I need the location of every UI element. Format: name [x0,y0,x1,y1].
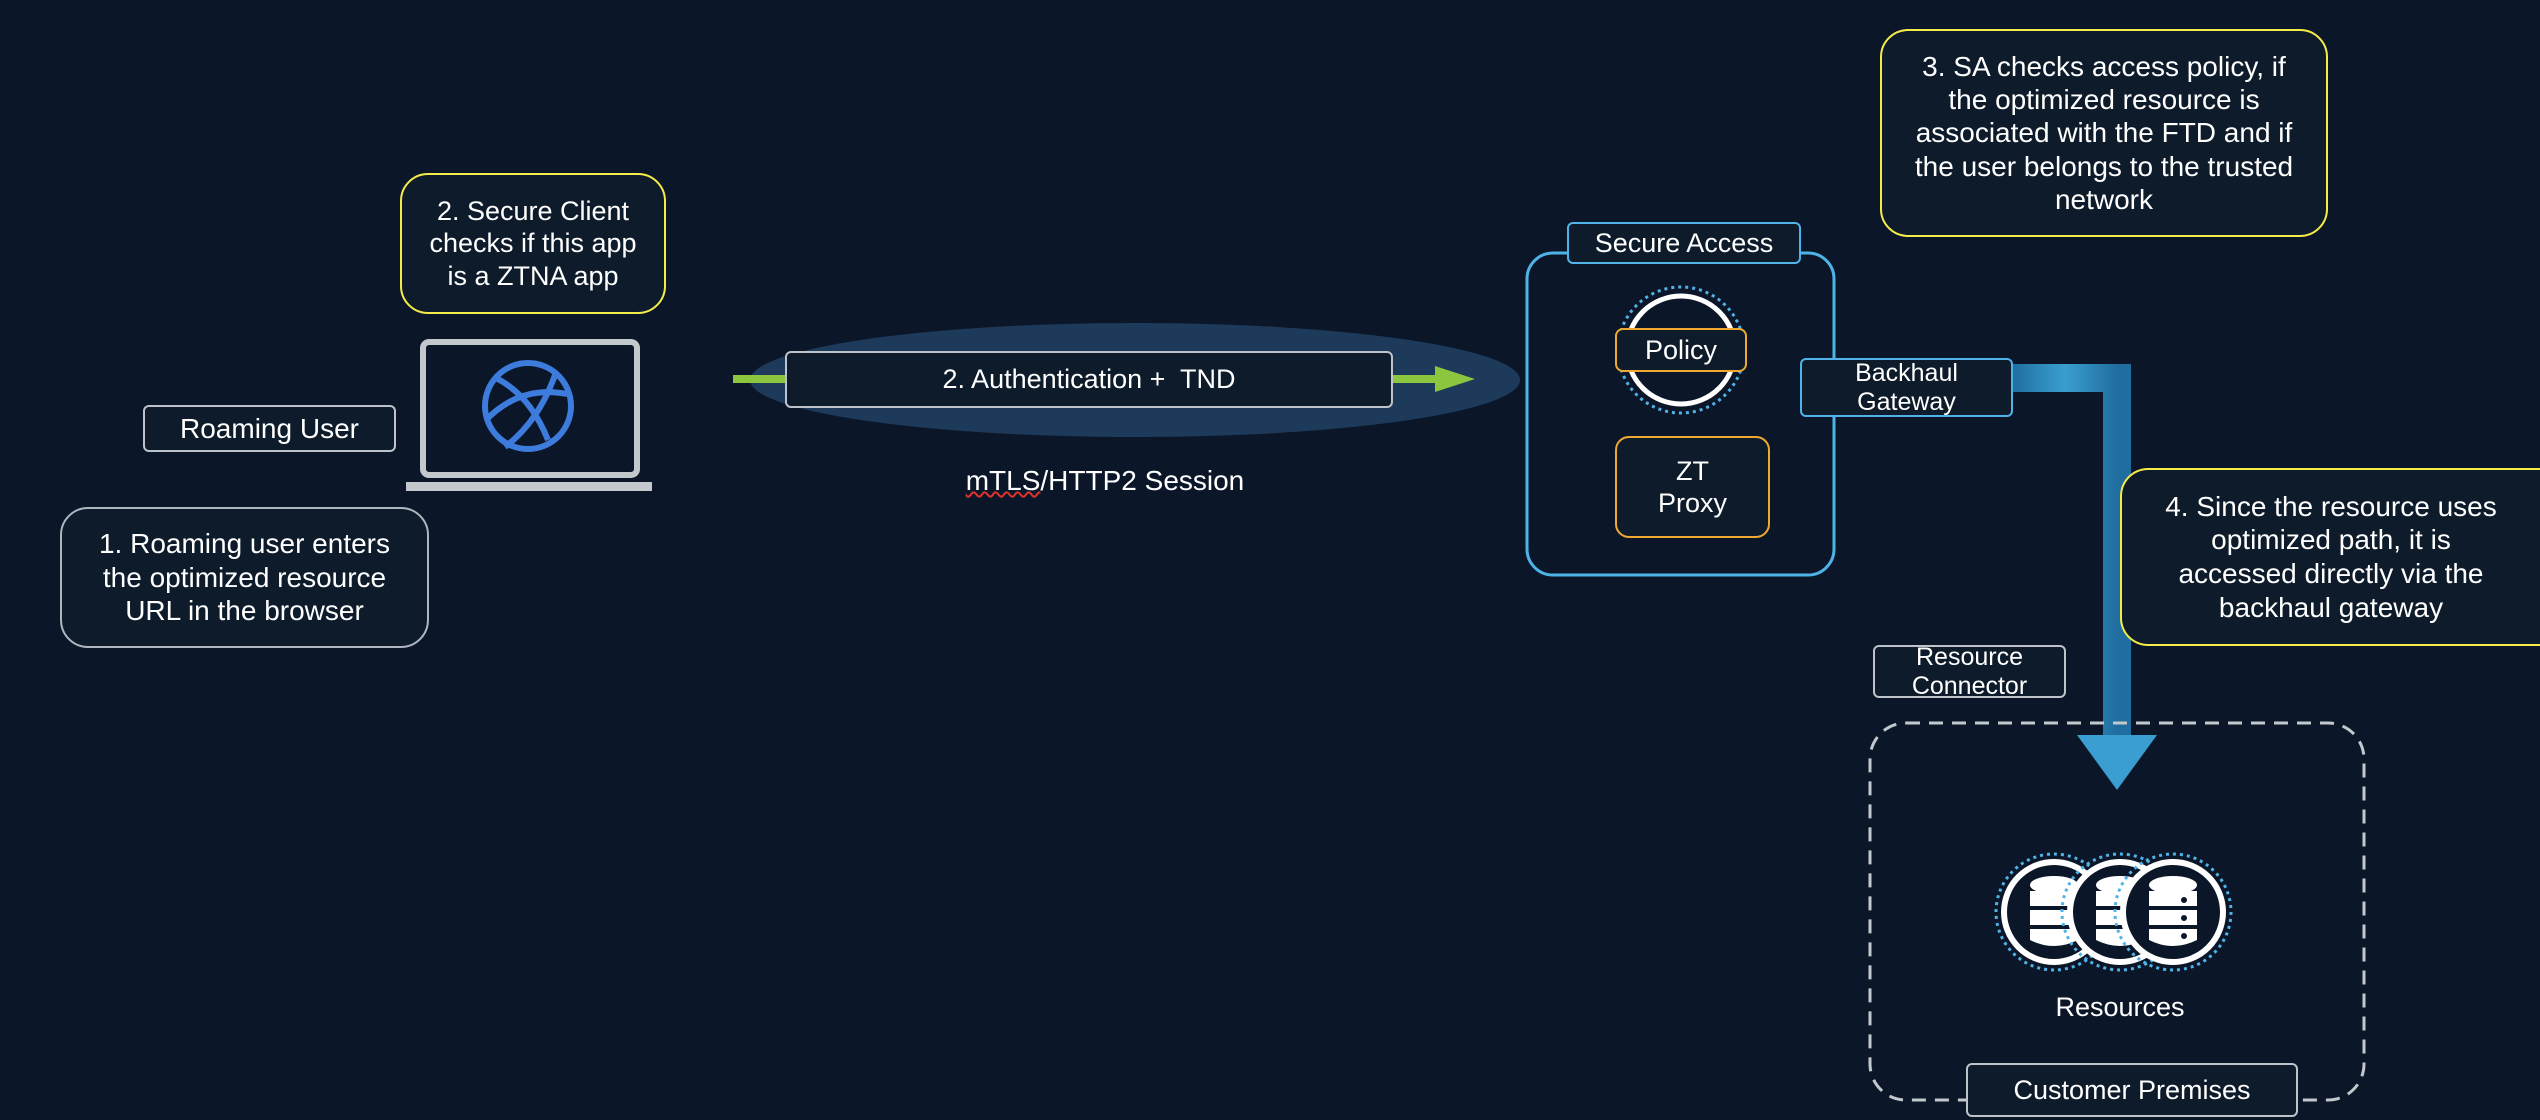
database-icon [2113,852,2233,972]
customer-premises-area [1868,721,2366,1102]
backhaul-path-arrow [2012,364,2157,790]
browser-globe-icon [482,360,574,452]
resources-label: Resources [2055,991,2185,1022]
roaming-user-label: Roaming User [143,405,396,452]
step2-client-note: 2. Secure Client checks if this app is a… [400,173,666,314]
policy-label: Policy [1615,328,1747,372]
resource-connector-label: Resource Connector [1873,643,2066,700]
zt-proxy-box: ZT Proxy [1615,436,1770,538]
session-protocol-text: mTLS [965,465,1041,497]
secure-access-label: Secure Access [1567,222,1801,264]
laptop-icon [406,339,652,491]
session-type-text: /HTTP2 Session [1040,465,1245,497]
step1-note: 1. Roaming user enters the optimized res… [60,507,429,648]
customer-premises-label: Customer Premises [1966,1063,2298,1117]
tunnel-label: 2. Authentication + TND [785,351,1393,408]
step4-note: 4. Since the resource uses optimized pat… [2120,468,2540,646]
step3-note: 3. SA checks access policy, if the optim… [1880,29,2328,237]
backhaul-gateway-label: Backhaul Gateway [1800,358,2013,417]
flow-arrow-head [1435,366,1475,392]
session-label: mTLS/HTTP2 Session [940,460,1270,502]
